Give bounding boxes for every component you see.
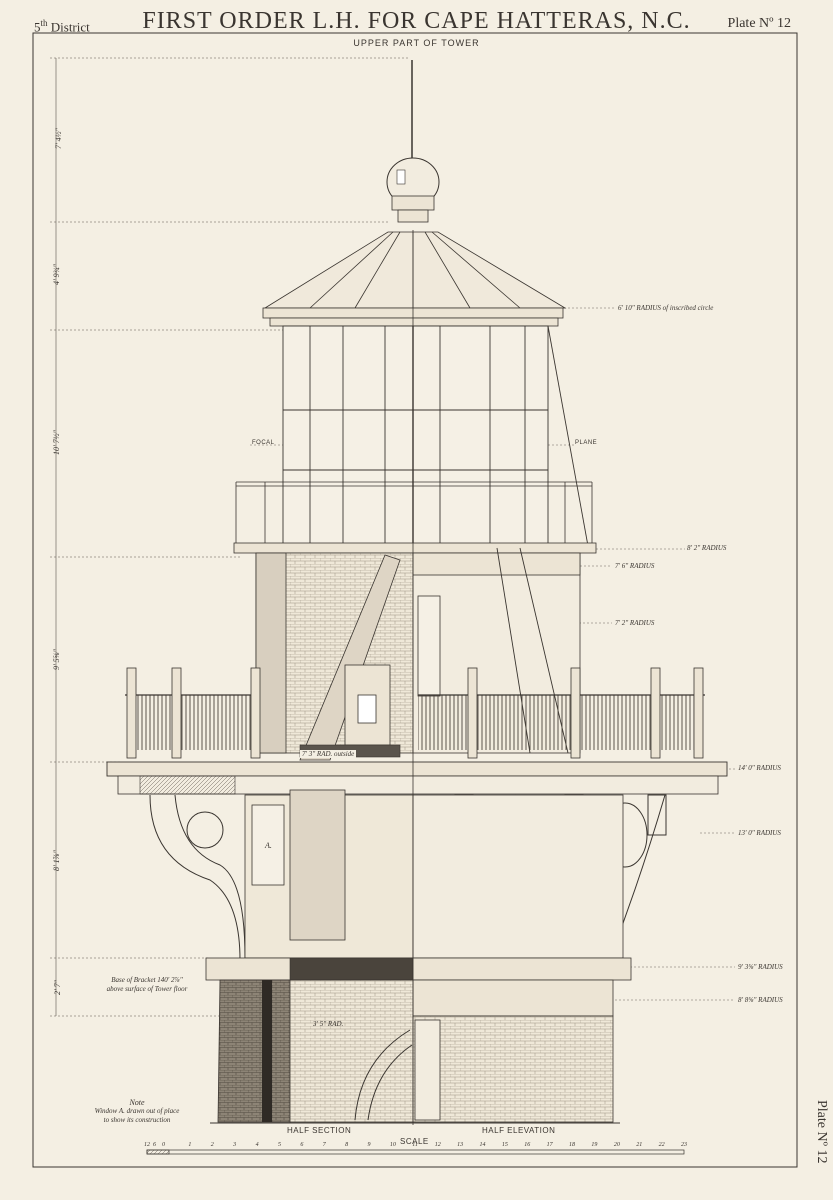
dimension-label: 4' 9¾" [52, 263, 62, 286]
scale-tick-label: 0 [162, 1142, 165, 1148]
dimension-line [50, 57, 410, 1017]
dimension-label: 10' 7½" [52, 429, 62, 456]
bracket-note: Base of Bracket 140' 2⅞" above surface o… [106, 976, 188, 993]
scale-tick-label: 21 [636, 1142, 643, 1148]
radius-label: 14' 0" RADIUS [738, 764, 781, 772]
scale-tick-label: 16 [524, 1142, 531, 1148]
radius-leaders [250, 307, 735, 1001]
scale-tick-label: 9 [367, 1142, 371, 1148]
dimension-label: 7' 4½" [54, 127, 64, 150]
radius-label: 9' 3⅝" RADIUS [738, 963, 783, 971]
scale-bar [146, 1149, 685, 1155]
radius-label: 8' 8⅝" RADIUS [738, 996, 783, 1004]
scale-tick-label: 4 [255, 1142, 259, 1148]
scale-tick-label: 6 [153, 1142, 156, 1148]
scale-tick-label: 19 [591, 1142, 598, 1148]
scale-tick-label: 15 [501, 1142, 508, 1148]
dimension-label: 9' 5⅝" [52, 648, 62, 671]
scale-tick-label: 6 [300, 1142, 304, 1148]
scale-tick-label: 10 [389, 1142, 396, 1148]
cornice-band [205, 957, 632, 981]
scale-tick-label: 18 [569, 1142, 576, 1148]
district-label: 5th District [34, 18, 90, 35]
dimension-label: 8' 1⅞" [52, 849, 62, 872]
half-elevation-caption: HALF ELEVATION [482, 1126, 556, 1135]
focal-label: FOCAL [252, 440, 275, 446]
dimension-label: 2' 7" [53, 979, 63, 996]
main-gallery-railing [125, 667, 705, 759]
gallery-deck [106, 761, 728, 777]
scale-tick-label: 5 [277, 1142, 281, 1148]
plate-title: FIRST ORDER L.H. FOR CAPE HATTERAS, N.C. [142, 8, 691, 34]
ventilator-ball [386, 157, 440, 223]
plate-number-side: Plate Nº 12 [814, 1100, 829, 1164]
scale-tick-label: 2 [210, 1142, 214, 1148]
scale-caption: SCALE [400, 1137, 429, 1146]
scale-tick-label: 8 [345, 1142, 349, 1148]
scale-tick-label: 3 [233, 1142, 237, 1148]
plane-label: PLANE [575, 440, 598, 446]
rad-outside-label: 7' 3" RAD. outside [300, 750, 357, 758]
window-label: A. [265, 841, 272, 850]
radius-label: 8' 2" RADIUS [687, 544, 727, 552]
scale-tick-label: 17 [546, 1142, 553, 1148]
radius-label: 7' 6" RADIUS [615, 562, 655, 570]
radius-label: 6' 10" RADIUS of inscribed circle [618, 304, 714, 312]
radius-label: 7' 2" RADIUS [615, 619, 655, 627]
scale-tick-label: 23 [681, 1142, 687, 1148]
drawing-subtitle: UPPER PART OF TOWER [353, 38, 480, 48]
half-section-caption: HALF SECTION [287, 1126, 352, 1135]
window-note: Note Window A. drawn out of place to sho… [94, 1098, 180, 1124]
scale-tick-label: 12 [144, 1142, 150, 1148]
scale-tick-label: 22 [658, 1142, 665, 1148]
plate-border [32, 32, 798, 1168]
plate-number: Plate Nº 12 [727, 16, 791, 31]
scale-tick-label: 12 [434, 1142, 441, 1148]
lantern-glazing [282, 325, 589, 547]
scale-tick-label: 13 [457, 1142, 464, 1148]
scale-tick-label: 14 [479, 1142, 486, 1148]
lantern-roof [262, 231, 567, 327]
scale-tick-label: 11 [412, 1142, 418, 1148]
lower-tower [217, 979, 614, 1123]
rad-inside-label: 3' 5" RAD. [313, 1020, 344, 1028]
scale-tick-label: 7 [322, 1142, 326, 1148]
scale-tick-label: 20 [613, 1142, 620, 1148]
scale-tick-label: 1 [188, 1142, 192, 1148]
radius-label: 13' 0" RADIUS [738, 829, 781, 837]
